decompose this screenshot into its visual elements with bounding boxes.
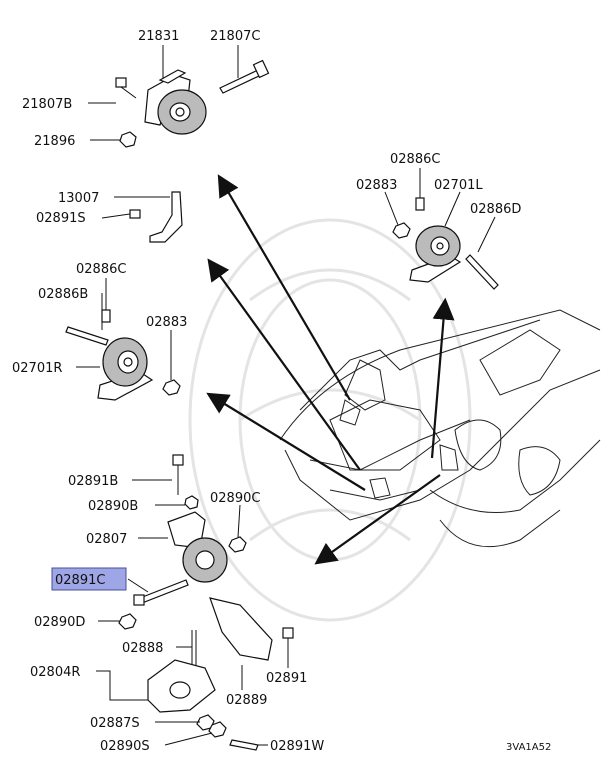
nut-02883-right-icon xyxy=(392,222,411,239)
arrow-right-mount xyxy=(430,297,455,459)
label-21896[interactable]: 21896 xyxy=(34,134,75,149)
label-02891C[interactable]: 02891C xyxy=(55,573,105,588)
label-02807[interactable]: 02807 xyxy=(86,532,127,547)
bolt-02891-icon xyxy=(282,627,294,652)
label-02701L[interactable]: 02701L xyxy=(434,178,483,193)
bolt-02886B-icon xyxy=(65,326,109,346)
label-02891[interactable]: 02891 xyxy=(266,671,307,686)
bracket-13007 xyxy=(129,191,183,243)
label-21831[interactable]: 21831 xyxy=(138,29,179,44)
bolt-21807C-icon xyxy=(219,59,270,94)
label-21807C[interactable]: 21807C xyxy=(210,29,260,44)
label-13007[interactable]: 13007 xyxy=(58,191,99,206)
label-02886D[interactable]: 02886D xyxy=(470,202,521,217)
label-02891B[interactable]: 02891B xyxy=(68,474,118,489)
label-02891W[interactable]: 02891W xyxy=(270,739,324,754)
label-02883-right[interactable]: 02883 xyxy=(356,178,397,193)
nut-02890D-icon xyxy=(118,613,137,630)
label-02890C[interactable]: 02890C xyxy=(210,491,260,506)
nut-02890C-icon xyxy=(228,536,247,553)
label-02883-left[interactable]: 02883 xyxy=(146,315,187,330)
label-02886C-left[interactable]: 02886C xyxy=(76,262,126,277)
label-02889[interactable]: 02889 xyxy=(226,693,267,708)
bracket-02889 xyxy=(209,597,273,661)
highlight-02891C xyxy=(51,567,127,591)
label-02701R[interactable]: 02701R xyxy=(12,361,62,376)
label-21807B[interactable]: 21807B xyxy=(22,97,72,112)
arrow-lower-mount xyxy=(314,474,441,565)
stud-02888-icon xyxy=(191,630,197,665)
nut-02890S-icon xyxy=(208,721,227,738)
nut-21896-icon xyxy=(119,131,137,148)
nut-02883-left-icon xyxy=(162,379,181,396)
label-02890S[interactable]: 02890S xyxy=(100,739,150,754)
bolt-02891B-icon xyxy=(172,454,184,495)
label-02890D[interactable]: 02890D xyxy=(34,615,85,630)
bolt-21807B-icon xyxy=(115,77,137,99)
stud-02886C-left-icon xyxy=(101,309,111,323)
leader-lines xyxy=(76,45,496,746)
stud-02886C-right-icon xyxy=(415,197,425,211)
bolt-02886D-icon xyxy=(465,254,499,290)
arrow-upper-mount xyxy=(217,174,351,401)
upper-engine-mount-21831 xyxy=(144,69,207,135)
mount-02701R xyxy=(97,337,154,401)
part-labels: 21831 21807C 21807B 21896 13007 02891S 0… xyxy=(12,29,551,754)
label-02890B[interactable]: 02890B xyxy=(88,499,138,514)
mount-02807 xyxy=(167,511,228,583)
bracket-02804R xyxy=(147,659,216,713)
diagram-code: 3VA1A52 xyxy=(506,742,551,753)
bolt-02891C-icon xyxy=(133,579,189,606)
arrows xyxy=(206,174,455,565)
label-02891S[interactable]: 02891S xyxy=(36,211,86,226)
label-02886C-right[interactable]: 02886C xyxy=(390,152,440,167)
nut-02890B-icon xyxy=(184,495,199,510)
label-02804R[interactable]: 02804R xyxy=(30,665,80,680)
bolt-02891W-icon xyxy=(229,739,259,751)
label-02886B[interactable]: 02886B xyxy=(38,287,88,302)
arrow-left-mount xyxy=(207,258,361,471)
label-02888[interactable]: 02888 xyxy=(122,641,163,656)
label-02887S[interactable]: 02887S xyxy=(90,716,140,731)
arrow-nut xyxy=(206,392,366,491)
mount-02701L xyxy=(409,225,462,283)
